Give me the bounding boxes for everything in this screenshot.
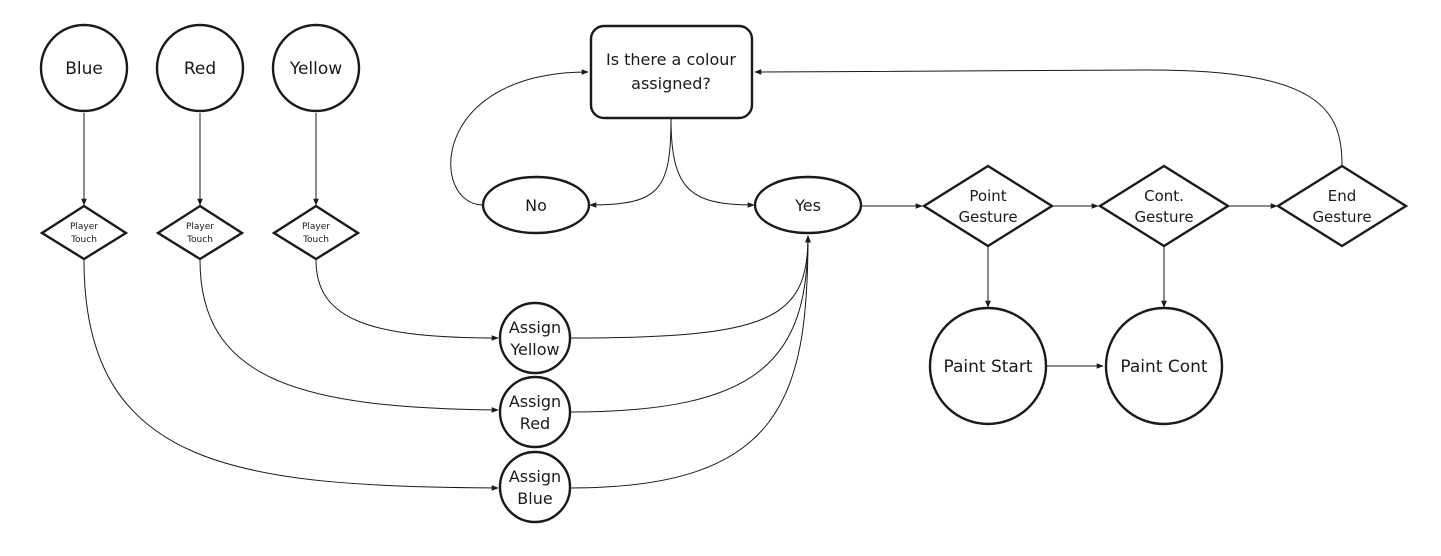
edge-touch-red-to-assign-red xyxy=(199,259,499,413)
node-yes-label: Yes xyxy=(794,196,821,215)
node-assign-blue-line2: Blue xyxy=(517,489,552,508)
edge-touch-yellow-to-assign-yellow xyxy=(315,259,499,341)
node-red-label: Red xyxy=(184,59,216,79)
edge-assign-yellow-to-yes xyxy=(569,235,811,339)
node-touch-blue: Player Touch xyxy=(39,204,129,261)
node-touch-red-line1: Player xyxy=(186,222,214,232)
node-yellow: Yellow xyxy=(271,23,361,113)
edge-end-to-question xyxy=(754,69,1343,166)
node-paint-cont-label: Paint Cont xyxy=(1120,357,1208,377)
node-touch-blue-line1: Player xyxy=(70,222,98,232)
node-yes: Yes xyxy=(753,175,863,235)
node-point-gesture: Point Gesture xyxy=(921,164,1055,248)
edge-question-to-no xyxy=(589,117,672,208)
edge-assign-blue-to-yes xyxy=(569,235,811,489)
node-blue: Blue xyxy=(39,23,129,113)
node-red: Red xyxy=(155,23,245,113)
node-end-gesture: End Gesture xyxy=(1275,164,1409,248)
node-question: Is there a colour assigned? xyxy=(589,24,754,120)
node-no: No xyxy=(481,175,591,235)
edge-question-to-yes xyxy=(670,117,755,208)
node-paint-start-label: Paint Start xyxy=(943,357,1032,377)
node-question-line1: Is there a colour xyxy=(606,50,736,69)
node-touch-red-line2: Touch xyxy=(186,235,213,245)
edge-no-to-question xyxy=(450,69,589,206)
node-assign-yellow-line1: Assign xyxy=(509,318,561,337)
node-assign-yellow-line2: Yellow xyxy=(509,340,559,359)
node-paint-start: Paint Start xyxy=(928,306,1048,426)
node-touch-yellow-line1: Player xyxy=(302,222,330,232)
node-assign-red: Assign Red xyxy=(498,375,572,449)
edge-touch-blue-to-assign-blue xyxy=(83,259,499,491)
edges xyxy=(81,69,1343,491)
node-assign-red-line1: Assign xyxy=(509,392,561,411)
node-yellow-label: Yellow xyxy=(289,59,342,79)
node-assign-yellow: Assign Yellow xyxy=(498,301,572,375)
node-point-gesture-line2: Gesture xyxy=(958,208,1017,226)
node-touch-yellow: Player Touch xyxy=(271,204,361,261)
node-cont-gesture-line2: Gesture xyxy=(1134,208,1193,226)
node-question-line2: assigned? xyxy=(631,74,711,93)
node-no-label: No xyxy=(525,196,547,215)
node-touch-yellow-line2: Touch xyxy=(302,235,329,245)
node-end-gesture-line2: Gesture xyxy=(1312,208,1371,226)
edge-assign-red-to-yes xyxy=(569,235,811,413)
node-cont-gesture: Cont. Gesture xyxy=(1097,164,1231,248)
node-blue-label: Blue xyxy=(65,59,103,79)
node-touch-red: Player Touch xyxy=(155,204,245,261)
node-cont-gesture-line1: Cont. xyxy=(1144,187,1184,205)
node-assign-blue-line1: Assign xyxy=(509,467,561,486)
node-touch-blue-line2: Touch xyxy=(70,235,97,245)
node-assign-blue: Assign Blue xyxy=(498,450,572,524)
node-end-gesture-line1: End xyxy=(1328,187,1357,205)
node-paint-cont: Paint Cont xyxy=(1104,306,1224,426)
node-assign-red-line2: Red xyxy=(520,414,550,433)
node-point-gesture-line1: Point xyxy=(969,187,1006,205)
